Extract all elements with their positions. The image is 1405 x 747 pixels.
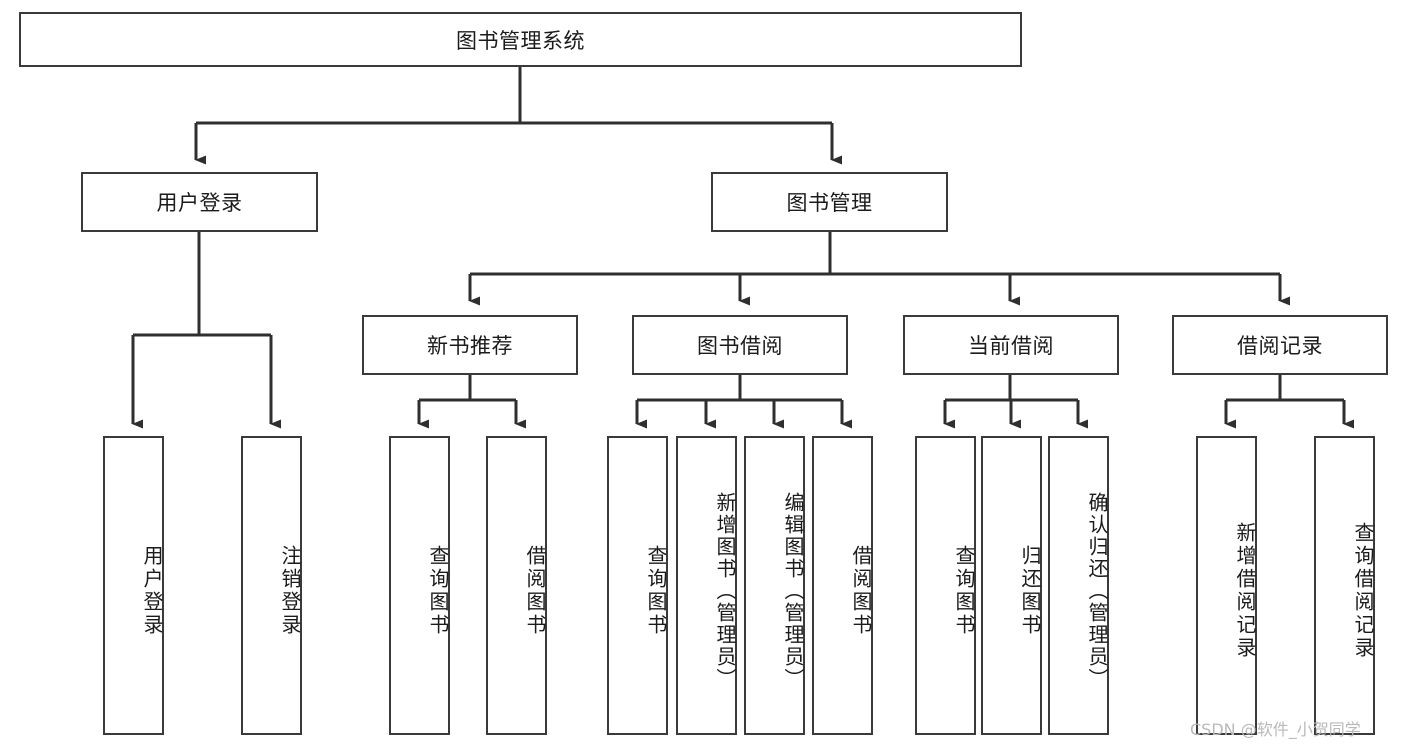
node-leaf-query-book-1[interactable]: 查询图书 xyxy=(389,436,450,735)
node-leaf-add-record[interactable]: 新增借阅记录 xyxy=(1196,436,1257,735)
node-leaf-user-login-label: 用户登录 xyxy=(140,544,164,637)
node-leaf-return-book[interactable]: 归还图书 xyxy=(981,436,1042,735)
node-leaf-logout-label: 注销登录 xyxy=(278,544,302,637)
node-leaf-borrow-book-1[interactable]: 借阅图书 xyxy=(486,436,547,735)
node-user-login-label: 用户登录 xyxy=(156,191,243,215)
node-leaf-query-book-3-label: 查询图书 xyxy=(952,544,976,637)
node-current-borrow-label: 当前借阅 xyxy=(968,334,1054,358)
watermark: CSDN @软件_小贺同学 xyxy=(1190,720,1361,739)
node-leaf-query-book-1-label: 查询图书 xyxy=(426,544,450,637)
node-new-book-recommend-label: 新书推荐 xyxy=(427,334,513,358)
node-new-book-recommend[interactable]: 新书推荐 xyxy=(362,315,578,375)
node-leaf-query-book-2-label: 查询图书 xyxy=(644,544,668,637)
node-book-borrow[interactable]: 图书借阅 xyxy=(632,315,848,375)
node-leaf-borrow-book-2-label: 借阅图书 xyxy=(849,544,873,637)
node-leaf-query-book-2[interactable]: 查询图书 xyxy=(607,436,668,735)
node-root[interactable]: 图书管理系统 xyxy=(19,12,1022,67)
node-leaf-borrow-book-2[interactable]: 借阅图书 xyxy=(812,436,873,735)
node-leaf-add-record-label: 新增借阅记录 xyxy=(1233,521,1257,660)
node-leaf-logout[interactable]: 注销登录 xyxy=(241,436,302,735)
node-leaf-user-login[interactable]: 用户登录 xyxy=(103,436,164,735)
node-leaf-confirm-return[interactable]: 确认归还（管理员） xyxy=(1048,436,1109,735)
node-root-label: 图书管理系统 xyxy=(456,28,585,53)
node-leaf-add-book-label: 新增图书（管理员） xyxy=(713,491,737,690)
node-leaf-query-book-3[interactable]: 查询图书 xyxy=(915,436,976,735)
node-borrow-record[interactable]: 借阅记录 xyxy=(1172,315,1388,375)
node-leaf-query-record-label: 查询借阅记录 xyxy=(1351,521,1375,660)
node-leaf-confirm-return-label: 确认归还（管理员） xyxy=(1085,491,1109,690)
node-borrow-record-label: 借阅记录 xyxy=(1237,334,1323,358)
node-leaf-edit-book-label: 编辑图书（管理员） xyxy=(781,491,805,690)
node-leaf-add-book[interactable]: 新增图书（管理员） xyxy=(676,436,737,735)
node-user-login[interactable]: 用户登录 xyxy=(81,172,318,232)
node-current-borrow[interactable]: 当前借阅 xyxy=(903,315,1119,375)
node-leaf-edit-book[interactable]: 编辑图书（管理员） xyxy=(744,436,805,735)
node-leaf-query-record[interactable]: 查询借阅记录 xyxy=(1314,436,1375,735)
node-book-management[interactable]: 图书管理 xyxy=(711,172,948,232)
node-book-management-label: 图书管理 xyxy=(786,191,873,215)
node-leaf-return-book-label: 归还图书 xyxy=(1018,544,1042,637)
node-book-borrow-label: 图书借阅 xyxy=(697,334,783,358)
node-leaf-borrow-book-1-label: 借阅图书 xyxy=(523,544,547,637)
